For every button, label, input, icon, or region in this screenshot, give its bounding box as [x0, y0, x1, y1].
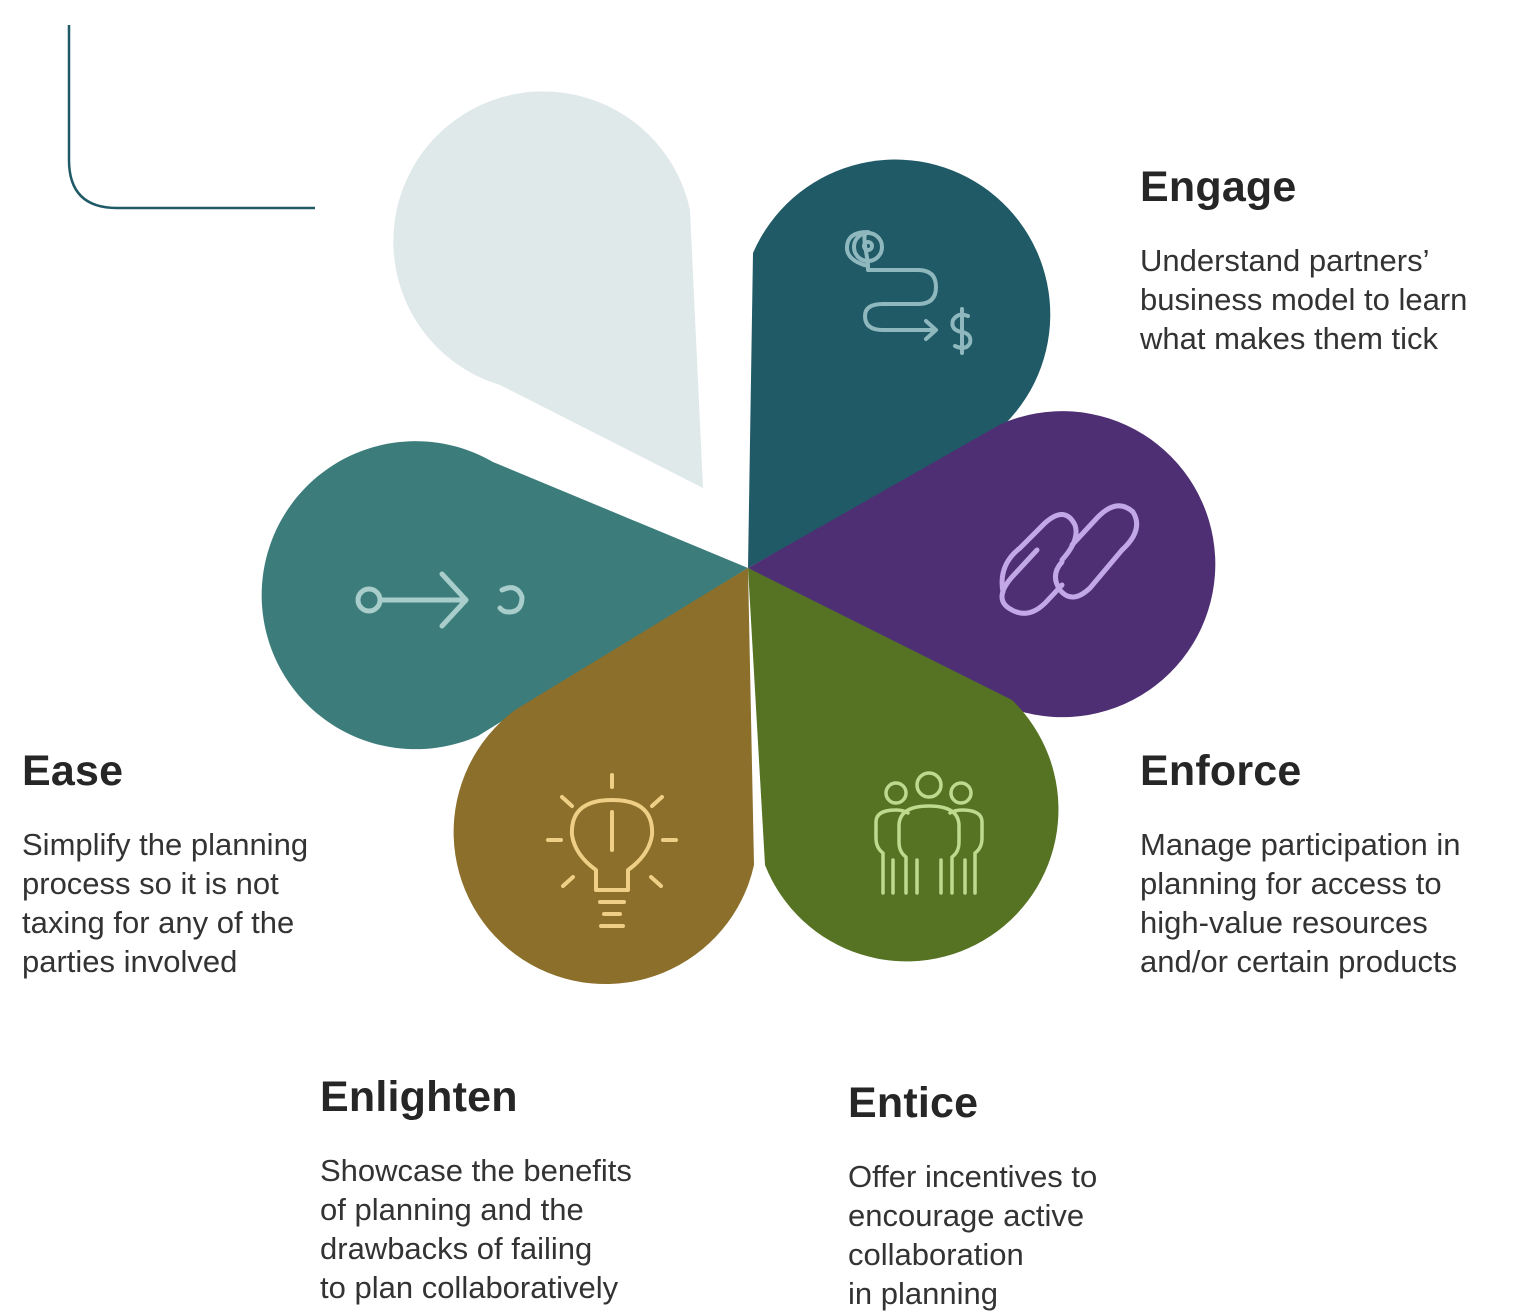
enforce-description-line: planning for access to: [1140, 866, 1442, 902]
enforce-description: Manage participation in planning for acc…: [1140, 825, 1461, 981]
petal-entice: [748, 568, 1059, 962]
ease-description-line: Simplify the planning: [22, 827, 309, 863]
enlighten-description: Showcase the benefits of planning and th…: [320, 1151, 632, 1307]
enforce-title: Enforce: [1140, 747, 1302, 795]
enforce-description-line: and/or certain products: [1140, 944, 1458, 980]
enforce-description-line: high-value resources: [1140, 905, 1428, 941]
enlighten-title: Enlighten: [320, 1073, 518, 1121]
ease-description-line: parties involved: [22, 944, 238, 980]
ease-description-line: taxing for any of the: [22, 905, 295, 941]
entice-description: Offer incentives to encourage active col…: [848, 1157, 1097, 1313]
petal-enlighten: [453, 568, 754, 985]
enforce-label: Enforce Manage participation in planning…: [1140, 747, 1461, 981]
petal-engage: [748, 159, 1051, 568]
enforce-description-line: Manage participation in: [1140, 827, 1461, 863]
people-group-icon: [874, 771, 984, 895]
ease-description-line: process so it is not: [22, 866, 279, 902]
arrow-flow-icon: [355, 571, 525, 629]
chain-link-icon: [999, 503, 1140, 616]
ease-title: Ease: [22, 747, 124, 795]
engage-description-line: what makes them tick: [1140, 321, 1439, 357]
route-to-dollar-icon: [845, 230, 973, 355]
corner-frame-line: [67, 25, 315, 210]
enlighten-label: Enlighten Showcase the benefits of plann…: [320, 1073, 632, 1307]
enlighten-description-line: Showcase the benefits: [320, 1153, 632, 1189]
entice-description-line: Offer incentives to: [848, 1159, 1098, 1195]
engage-description: Understand partners’ business model to l…: [1140, 241, 1467, 358]
lightbulb-icon: [546, 773, 678, 928]
entice-label: Entice Offer incentives to encourage act…: [848, 1079, 1097, 1313]
enlighten-description-line: of planning and the: [320, 1192, 584, 1228]
engage-title: Engage: [1140, 163, 1297, 211]
enlighten-description-line: drawbacks of failing: [320, 1231, 593, 1267]
ease-label: Ease Simplify the planning process so it…: [22, 747, 308, 981]
entice-description-line: collaboration: [848, 1237, 1024, 1273]
entice-description-line: encourage active: [848, 1198, 1085, 1234]
entice-title: Entice: [848, 1079, 979, 1127]
ease-description: Simplify the planning process so it is n…: [22, 825, 308, 981]
engage-label: Engage Understand partners’ business mod…: [1140, 163, 1467, 358]
petal-ease: [261, 441, 748, 750]
engage-description-line: business model to learn: [1140, 282, 1468, 318]
petal-blank: [393, 91, 703, 488]
enlighten-description-line: to plan collaboratively: [320, 1270, 619, 1306]
entice-description-line: in planning: [848, 1276, 998, 1312]
engage-description-line: Understand partners’: [1140, 243, 1430, 279]
petal-enforce: [748, 411, 1216, 718]
